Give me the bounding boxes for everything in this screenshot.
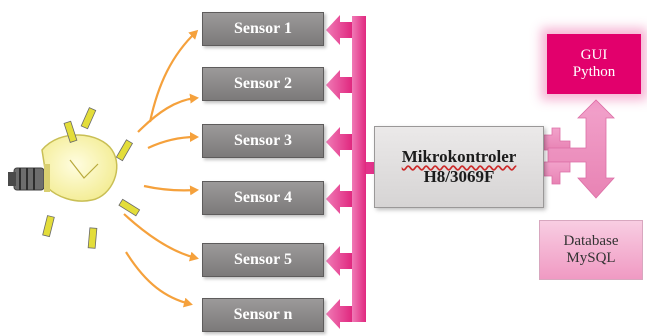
light-ray-5 xyxy=(124,214,196,258)
sensor-1-box: Sensor 1 xyxy=(202,12,324,46)
light-rays xyxy=(124,32,196,304)
gui-language-label: Python xyxy=(573,64,616,81)
sensor-n-box: Sensor n xyxy=(202,298,324,332)
light-ray-1 xyxy=(150,32,196,122)
light-bulb-icon xyxy=(8,135,117,201)
light-ray-4 xyxy=(144,186,196,190)
database-label: Database xyxy=(564,233,619,250)
sensor-2-box: Sensor 2 xyxy=(202,67,324,101)
sensor-3-label: Sensor 3 xyxy=(234,132,292,150)
sensor-1-label: Sensor 1 xyxy=(234,20,292,38)
microcontroller-name: Mikrokontroler xyxy=(402,147,517,167)
sensor-4-box: Sensor 4 xyxy=(202,181,324,215)
mcu-output-connector xyxy=(544,100,614,198)
bus-arrows-to-sensors xyxy=(326,15,352,329)
sensor-5-label: Sensor 5 xyxy=(234,251,292,269)
database-engine-label: MySQL xyxy=(566,250,615,267)
gui-python-box: GUI Python xyxy=(547,34,641,94)
bulb-base-icon xyxy=(8,168,44,190)
light-ray-3 xyxy=(148,137,196,148)
sensor-3-box: Sensor 3 xyxy=(202,124,324,158)
light-ray-2 xyxy=(138,98,196,132)
microcontroller-box: Mikrokontroler H8/3069F xyxy=(374,126,544,208)
microcontroller-model: H8/3069F xyxy=(424,167,495,187)
sensor-2-label: Sensor 2 xyxy=(234,75,292,93)
gui-label: GUI xyxy=(581,47,608,64)
light-ray-6 xyxy=(126,252,190,304)
sensor-4-label: Sensor 4 xyxy=(234,189,292,207)
sensor-n-label: Sensor n xyxy=(234,306,293,324)
sensor-5-box: Sensor 5 xyxy=(202,243,324,277)
database-box: Database MySQL xyxy=(539,220,643,280)
